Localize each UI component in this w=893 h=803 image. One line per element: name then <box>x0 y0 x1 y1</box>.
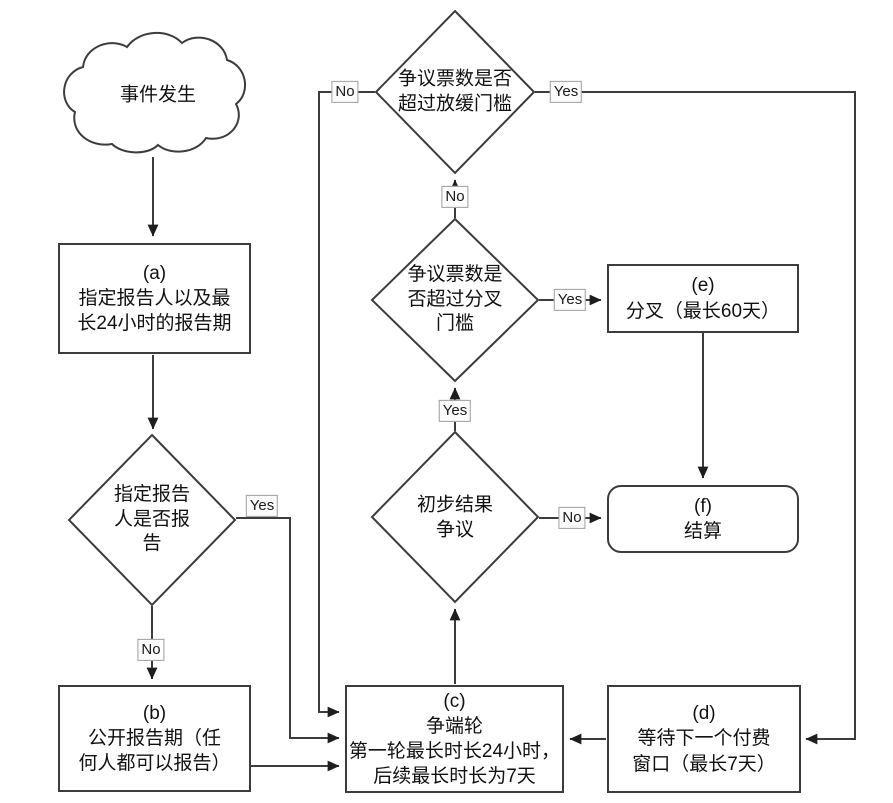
box-c: (c) 争端轮 第一轮最长时长24小时， 后续最长时长为7天 <box>345 685 564 793</box>
box-b-line: 何人都可以报告） <box>78 753 231 775</box>
event-cloud-label: 事件发生 <box>119 84 197 106</box>
box-e-tag: (e) <box>691 275 715 297</box>
box-c-line: 后续最长时长为7天 <box>373 766 536 788</box>
decision-fork-label: 争议票数是 否超过分叉 门槛 <box>407 263 503 335</box>
edge-label-slowdown-no: No <box>331 80 359 104</box>
box-c-line: 争端轮 <box>425 715 483 737</box>
box-c-line: 第一轮最长时长24小时， <box>348 741 561 762</box>
box-a-line: 长24小时的报告期 <box>77 313 232 335</box>
edge-label-preliminary-no: No <box>558 506 586 530</box>
box-a: (a) 指定报告人以及最 长24小时的报告期 <box>58 243 251 354</box>
edge-label-slowdown-yes: Yes <box>549 80 583 104</box>
arrow-slowdown-no-to-c <box>318 91 375 718</box>
box-b-tag: (b) <box>142 702 167 724</box>
decision-preliminary-label: 初步结果 争议 <box>416 494 494 540</box>
edge-label-fork-no-up: No <box>441 185 469 209</box>
box-f-tag: (f) <box>694 495 712 517</box>
box-f: (f) 结算 <box>607 485 799 553</box>
box-d-line: 等待下一个付费 <box>637 728 771 750</box>
box-d: (d) 等待下一个付费 窗口（最长7天） <box>607 685 801 793</box>
decision-reporter-diamond <box>67 433 237 607</box>
box-a-tag: (a) <box>142 262 167 284</box>
decision-fork-diamond <box>370 217 540 383</box>
box-b-line: 公开报告期（任 <box>87 727 221 749</box>
arrow-slowdown-yes-to-d <box>535 91 856 745</box>
box-a-line: 指定报告人以及最 <box>78 287 231 309</box>
decision-reporter-label: 指定报告 人是否报 告 <box>113 483 191 555</box>
box-f-line: 结算 <box>683 521 722 542</box>
box-d-line: 窗口（最长7天） <box>632 753 776 775</box>
edge-label-fork-yes: Yes <box>553 288 587 312</box>
box-e: (e) 分叉（最长60天） <box>607 264 799 333</box>
decision-preliminary-diamond <box>370 430 540 604</box>
decision-slowdown-diamond <box>374 9 536 175</box>
box-c-tag: (c) <box>443 690 466 712</box>
edge-label-preliminary-yes-up: Yes <box>438 399 472 423</box>
edge-label-reporter-yes: Yes <box>245 494 279 518</box>
box-b: (b) 公开报告期（任 何人都可以报告） <box>58 685 251 792</box>
box-e-line: 分叉（最长60天） <box>625 300 781 322</box>
arrow-reporter-yes-to-c <box>236 517 340 744</box>
box-d-tag: (d) <box>692 703 716 725</box>
decision-slowdown-label: 争议票数是否 超过放缓门槛 <box>397 68 513 114</box>
edge-label-reporter-no: No <box>137 638 165 662</box>
event-cloud-shape <box>63 31 247 154</box>
